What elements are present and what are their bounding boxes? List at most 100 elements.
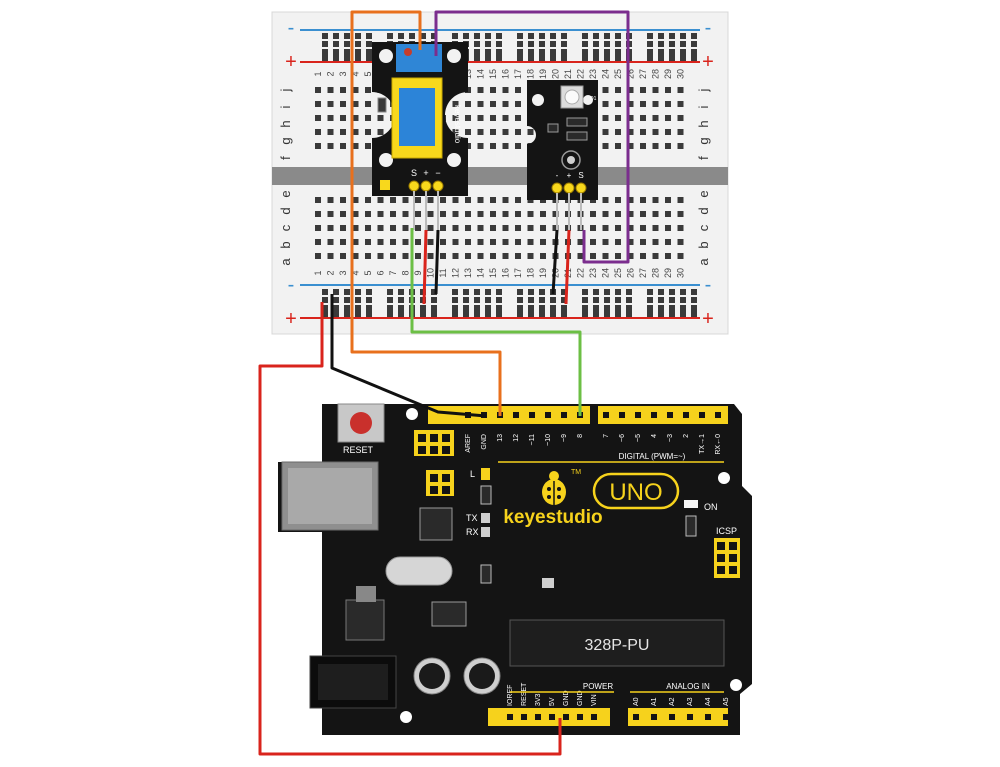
rail-hole	[452, 305, 458, 311]
rail-hole	[539, 297, 545, 303]
breadboard-hole	[502, 211, 509, 217]
arduino-led-l	[481, 468, 490, 480]
rail-hole	[398, 297, 404, 303]
arduino-chip-label: 328P-PU	[585, 637, 650, 654]
column-number-bottom: 15	[488, 268, 498, 278]
rail-hole	[485, 33, 491, 39]
breadboard-hole	[427, 197, 434, 203]
rail-hole	[420, 305, 426, 311]
breadboard-hole	[627, 239, 634, 245]
breadboard-hole	[540, 253, 546, 259]
rail-hole	[604, 55, 610, 61]
breadboard-hole	[390, 211, 396, 217]
arduino-atmega-chip	[509, 619, 725, 667]
column-number-bottom: 22	[576, 268, 586, 278]
header-pin-label: 2	[683, 434, 690, 438]
arduino-regulator	[345, 599, 385, 641]
breadboard-hole	[365, 225, 371, 231]
arduino-capacitor-2-top	[469, 663, 495, 689]
rail-hole	[680, 55, 686, 61]
rail-hole	[322, 311, 328, 317]
arduino-mount-hole-2	[400, 711, 412, 723]
breadboard-hole	[352, 225, 359, 231]
column-number-bottom: 25	[613, 268, 623, 278]
rail-hole	[387, 289, 393, 295]
rail-hole	[474, 311, 480, 317]
breadboard-hole	[677, 225, 684, 231]
rail-hole	[474, 33, 480, 39]
row-letter: e	[278, 190, 293, 197]
rail-hole	[604, 49, 610, 55]
breadboard-hole	[665, 87, 671, 93]
rail-hole	[517, 55, 523, 61]
breadboard-hole	[365, 211, 371, 217]
breadboard-hole	[452, 225, 459, 231]
wire-orange-pin13	[350, 10, 502, 416]
column-number-top: 2	[326, 71, 336, 76]
rail-hole	[366, 297, 372, 303]
column-number-bottom: 8	[401, 270, 411, 275]
breadboard-hole	[502, 143, 509, 149]
arduino-header-digital-low	[598, 406, 728, 424]
rail-sign-minus-br: -	[705, 274, 712, 296]
breadboard-hole	[627, 225, 634, 231]
breadboard-hole	[327, 225, 334, 231]
module-right-pin-2	[563, 182, 575, 194]
arduino-resistor-2	[480, 564, 492, 584]
rail-hole	[344, 49, 350, 55]
breadboard-hole	[627, 115, 634, 121]
header-pin-label: 5V	[549, 697, 556, 706]
breadboard-hole	[315, 115, 321, 121]
rail-hole	[669, 305, 675, 311]
column-number-bottom: 29	[663, 268, 673, 278]
module-left-hole-1	[379, 49, 393, 63]
header-pin-label: ~10	[545, 434, 552, 446]
rail-hole	[604, 289, 610, 295]
breadboard-hole	[515, 225, 521, 231]
rail-hole	[387, 297, 393, 303]
breadboard-hole	[490, 239, 496, 245]
breadboard-hole	[640, 143, 646, 149]
rail-hole	[366, 311, 372, 317]
breadboard-hole	[427, 253, 434, 259]
breadboard-hole	[327, 143, 334, 149]
arduino-analog-label: ANALOG IN	[666, 682, 710, 691]
arduino-small-ic	[431, 601, 467, 627]
breadboard-hole	[627, 143, 634, 149]
breadboard-hole	[327, 197, 334, 203]
breadboard-hole	[402, 253, 409, 259]
header-pin-label: GND	[577, 690, 584, 706]
row-letter: f	[696, 156, 711, 160]
rail-hole	[604, 311, 610, 317]
breadboard-hole	[452, 239, 459, 245]
breadboard-hole	[552, 211, 559, 217]
rail-hole	[355, 311, 361, 317]
module-right-hole-1	[532, 94, 544, 106]
breadboard-hole	[652, 115, 659, 121]
rail-sign-plus-tl: +	[285, 51, 297, 73]
breadboard-hole	[352, 211, 359, 217]
breadboard-hole	[465, 253, 471, 259]
rail-hole	[593, 55, 599, 61]
rail-sign-plus-bl: +	[285, 308, 297, 330]
breadboard-hole	[477, 115, 484, 121]
breadboard-hole	[490, 211, 496, 217]
arduino-mount-hole-4	[718, 472, 730, 484]
column-number-top: 27	[638, 69, 648, 79]
row-letter: d	[696, 207, 711, 214]
rail-hole	[658, 311, 664, 317]
column-number-bottom: 2	[326, 270, 336, 275]
breadboard-hole	[515, 253, 521, 259]
breadboard-hole	[340, 253, 346, 259]
rail-hole	[528, 311, 534, 317]
rail-hole	[463, 311, 469, 317]
header-hole	[651, 412, 657, 418]
rail-hole	[517, 297, 523, 303]
breadboard-hole	[340, 211, 346, 217]
header-pin-label: A4	[705, 697, 712, 706]
breadboard-hole	[440, 211, 446, 217]
rail-hole	[344, 311, 350, 317]
breadboard-hole	[477, 101, 484, 107]
rail-hole	[452, 289, 458, 295]
